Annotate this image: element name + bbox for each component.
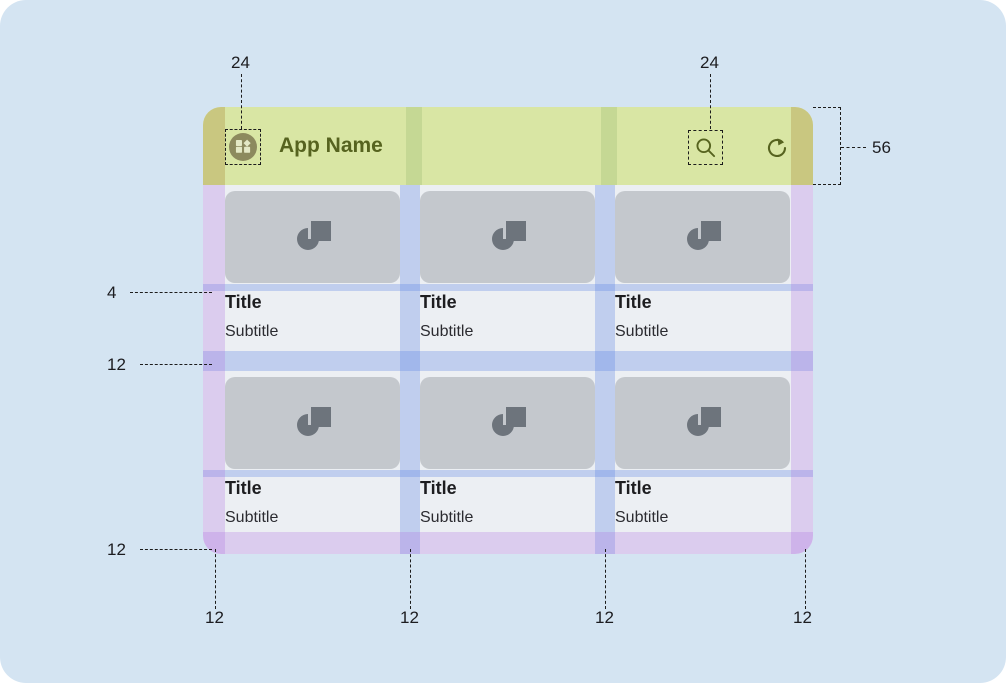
card-title: Title (615, 478, 652, 498)
card[interactable]: Title Subtitle (420, 185, 595, 355)
title-gap-overlay (203, 284, 813, 291)
content-grid: Title Subtitle Title Subtitle (203, 185, 813, 554)
container-padding-overlay-bottom (203, 532, 813, 554)
container-padding-overlay-left (203, 185, 225, 554)
card-title: Title (420, 478, 457, 498)
image-placeholder-icon (420, 191, 595, 283)
card-title: Title (225, 292, 262, 312)
annotation-label-bottom-padding: 12 (107, 540, 126, 559)
annotation-label-column-2: 12 (400, 608, 419, 627)
image-placeholder-icon (615, 191, 790, 283)
annotation-leader-column-1 (215, 549, 216, 609)
app-bar: App Name (203, 107, 813, 185)
annotation-label-appbar-height: 56 (872, 138, 891, 157)
appbar-padding-overlay-right (791, 107, 813, 185)
card-subtitle: Subtitle (225, 509, 279, 526)
card[interactable]: Title Subtitle (615, 185, 790, 355)
container-padding-overlay-right (791, 185, 813, 554)
card-title: Title (225, 478, 262, 498)
image-placeholder-icon (615, 377, 790, 469)
appbar-gutter-overlay-1 (406, 107, 422, 185)
grid-dashboard-icon[interactable] (229, 133, 257, 161)
image-placeholder-icon (420, 377, 595, 469)
annotation-label-menu-inset: 24 (231, 53, 250, 72)
card[interactable]: Title Subtitle (420, 371, 595, 541)
search-icon-spec-box (688, 130, 723, 165)
card[interactable]: Title Subtitle (225, 185, 400, 355)
card-subtitle: Subtitle (615, 323, 669, 340)
card-title: Title (420, 292, 457, 312)
annotation-leader-search-inset (710, 74, 711, 129)
annotation-leader-bottom-padding (140, 549, 212, 550)
image-placeholder-icon (225, 377, 400, 469)
grid-row: Title Subtitle Title Subtitle (203, 185, 813, 355)
annotation-label-title-gap: 4 (107, 283, 117, 302)
annotation-label-column-3: 12 (595, 608, 614, 627)
search-icon[interactable] (694, 136, 717, 159)
row-gap-overlay (203, 351, 813, 371)
card[interactable]: Title Subtitle (615, 371, 790, 541)
annotation-leader-row-gap (140, 364, 212, 365)
annotation-label-search-inset: 24 (700, 53, 719, 72)
card-text: Title Subtitle (225, 476, 400, 530)
annotation-leader-column-4 (805, 549, 806, 609)
card-text: Title Subtitle (615, 476, 790, 530)
card[interactable]: Title Subtitle (225, 371, 400, 541)
column-gutter-overlay-1 (400, 185, 420, 554)
card-subtitle: Subtitle (615, 509, 669, 526)
card-subtitle: Subtitle (225, 323, 279, 340)
annotation-label-row-gap: 12 (107, 355, 126, 374)
card-text: Title Subtitle (225, 290, 400, 344)
menu-icon-spec-box (225, 129, 261, 165)
title-gap-overlay (203, 470, 813, 477)
card-text: Title Subtitle (420, 476, 595, 530)
annotation-leader-column-2 (410, 549, 411, 609)
card-text: Title Subtitle (615, 290, 790, 344)
app-frame: App Name (203, 107, 813, 554)
annotation-label-column-1: 12 (205, 608, 224, 627)
card-text: Title Subtitle (420, 290, 595, 344)
annotation-leader-column-3 (605, 549, 606, 609)
annotation-leader-appbar-height (841, 147, 866, 148)
appbar-padding-overlay-left (203, 107, 225, 185)
annotation-bracket-appbar-height (813, 107, 841, 185)
refresh-icon[interactable] (765, 136, 789, 160)
image-placeholder-icon (225, 191, 400, 283)
card-title: Title (615, 292, 652, 312)
app-title: App Name (279, 134, 383, 157)
grid-row: Title Subtitle Title Subtitle (203, 371, 813, 541)
annotation-leader-title-gap (130, 292, 212, 293)
card-subtitle: Subtitle (420, 509, 474, 526)
card-subtitle: Subtitle (420, 323, 474, 340)
appbar-gutter-overlay-2 (601, 107, 617, 185)
annotation-leader-menu-inset (241, 74, 242, 129)
annotation-label-column-4: 12 (793, 608, 812, 627)
column-gutter-overlay-2 (595, 185, 615, 554)
